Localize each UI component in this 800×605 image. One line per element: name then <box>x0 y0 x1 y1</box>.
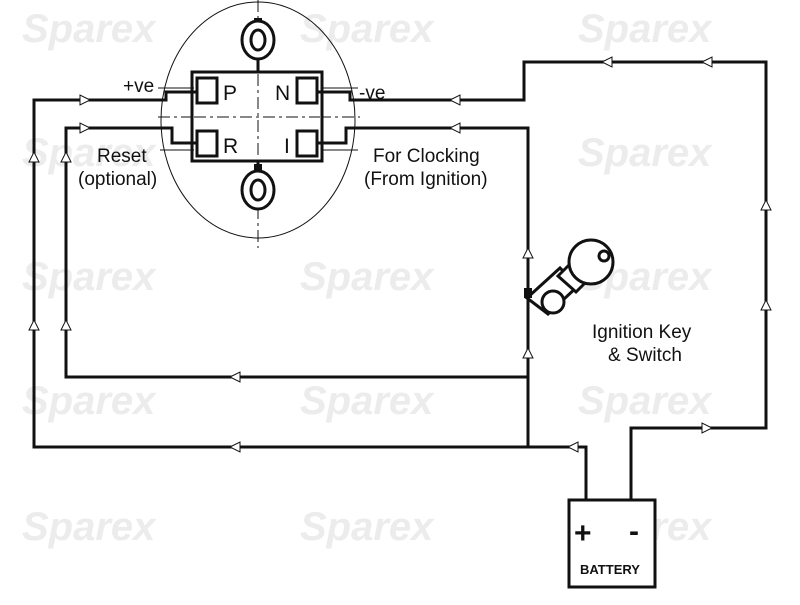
battery: + - BATTERY <box>567 498 657 589</box>
flow-arrow <box>760 198 772 211</box>
watermark: Sparex <box>22 255 157 299</box>
labels: +ve -ve Reset (optional) For Clocking (F… <box>78 76 692 366</box>
mounting-lug-top <box>240 18 276 72</box>
terminal-p-label: P <box>223 82 237 105</box>
terminal-r-tab <box>195 129 219 158</box>
mounting-lug-bottom <box>240 161 276 211</box>
clocking-label: For Clocking <box>373 146 480 167</box>
negative-label: -ve <box>359 83 385 104</box>
flow-arrow <box>522 246 534 259</box>
flow-arrow <box>701 422 714 434</box>
terminal-r-label: R <box>223 135 238 158</box>
flow-arrow <box>60 318 72 331</box>
flow-arrow <box>566 441 579 453</box>
flow-arrow <box>228 371 241 383</box>
flow-arrow <box>28 150 40 163</box>
flow-arrow <box>228 441 241 453</box>
switch-barrel <box>540 289 566 315</box>
flow-arrow <box>448 94 461 106</box>
terminal-n-label: N <box>275 82 290 105</box>
wiring <box>32 60 768 500</box>
terminal-i-label: I <box>284 135 290 158</box>
flow-arrow <box>448 122 461 134</box>
watermark: Sparex <box>300 7 435 51</box>
reset-label-optional: (optional) <box>78 169 157 190</box>
battery-label: BATTERY <box>580 562 640 577</box>
flow-arrow <box>79 122 92 134</box>
watermark: Sparex <box>22 379 157 423</box>
flow-arrow <box>79 94 92 106</box>
battery-negative-sign: - <box>629 515 639 548</box>
clocking-label-source: (From Ignition) <box>364 169 488 190</box>
terminal-p-tab <box>195 76 219 105</box>
flow-arrows <box>28 56 772 453</box>
flow-arrow <box>700 56 713 68</box>
flow-arrow <box>60 150 72 163</box>
flow-arrow <box>28 318 40 331</box>
watermark: Sparex <box>300 505 435 549</box>
reset-label: Reset <box>97 146 147 167</box>
watermark-layer: Sparex Sparex Sparex Sparex Sparex Spare… <box>22 7 713 549</box>
watermark: Sparex <box>578 7 713 51</box>
watermark: Sparex <box>22 505 157 549</box>
battery-positive-sign: + <box>574 517 592 550</box>
ignition-label: Ignition Key <box>592 322 692 343</box>
watermark: Sparex <box>578 131 713 175</box>
wire-negative <box>317 60 768 500</box>
watermark: Sparex <box>578 379 713 423</box>
terminal-i-tab <box>295 129 319 158</box>
flow-arrow <box>600 56 613 68</box>
terminal-n-tab <box>295 76 319 105</box>
flow-arrow <box>522 346 534 359</box>
watermark: Sparex <box>22 7 157 51</box>
positive-label: +ve <box>123 76 154 97</box>
ignition-switch <box>524 238 615 316</box>
flow-arrow <box>760 298 772 311</box>
battery-case <box>567 498 657 589</box>
wire-clocking <box>317 126 530 447</box>
watermark: Sparex <box>300 255 435 299</box>
wire-reset <box>64 126 528 379</box>
ignition-label-switch: & Switch <box>608 345 682 366</box>
sender-unit: P N R I <box>158 0 360 248</box>
watermark: Sparex <box>22 131 157 175</box>
watermark: Sparex <box>300 379 435 423</box>
wire-positive <box>32 90 588 500</box>
